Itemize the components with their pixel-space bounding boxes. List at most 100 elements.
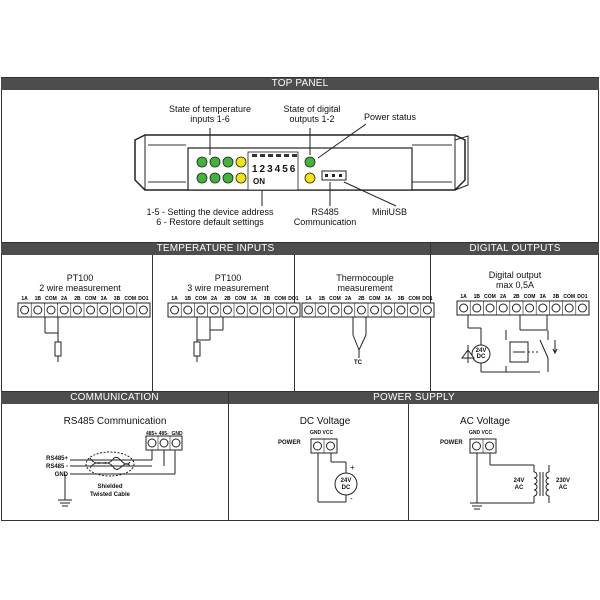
terminal-label: COM [85,296,97,302]
terminal-label: COM [524,294,536,300]
terminal-label: 3B [264,296,271,302]
terminal-screw [33,305,43,315]
dc-power-source [334,472,358,496]
terminal-label: COM [563,294,575,300]
label-temp-state: State of temperature inputs 1-6 [168,104,252,124]
led-temp-1 [196,156,208,168]
terminal-screw [511,303,521,313]
terminal-label: 1A [21,296,28,302]
ac-power-label: POWER [440,440,463,446]
terminal-label: 1B [474,294,481,300]
terminal-screw [275,305,285,315]
dip-switch-on-label: ON [253,177,265,186]
terminal-label: 3A [251,296,258,302]
communication-header: COMMUNICATION [1,392,228,404]
led-temp-3 [222,156,234,168]
led-digital-1 [235,156,247,168]
dc-minus: - [350,494,353,503]
dc-power-label: POWER [278,440,301,446]
terminal-label: 2A [345,296,352,302]
terminal-screw [236,305,246,315]
dc-source-digital [471,344,491,364]
terminal-label: DO1 [138,296,149,302]
terminal-screw [59,305,69,315]
terminal-label: COM [235,296,247,302]
label-power-status: Power status [364,112,417,122]
terminal-label: DO1 [577,294,588,300]
terminal-screw [317,305,327,315]
title-pt100-2w: PT100 2 wire measurement [39,273,121,293]
led-temp-4 [196,172,208,184]
terminal-screw [422,305,432,315]
terminal-label: 3B [398,296,405,302]
terminal-label: 3A [101,296,108,302]
label-digital-state: State of digital outputs 1-2 [283,104,341,124]
terminal-screw [147,438,157,448]
terminal-screw [196,305,206,315]
title-rs485-communication: RS485 Communication [63,416,167,427]
terminal-screw [538,303,548,313]
cable-shield [85,451,135,477]
terminal-label: COM [484,294,496,300]
terminal-screw [498,303,508,313]
terminal-label: 1B [319,296,326,302]
terminal-label: 2B [358,296,365,302]
terminal-block-dc-power [310,438,338,454]
led-temp-2 [209,156,221,168]
terminal-screw [222,305,232,315]
terminal-label: 1B [185,296,192,302]
terminal-screw [170,305,180,315]
led-power [304,156,316,168]
terminal-label: 3A [385,296,392,302]
dc-source-label: 24V DC [340,478,352,491]
terminal-label: 1A [305,296,312,302]
ac-terminal-labels: GND VCC [469,430,493,436]
terminal-screw [249,305,259,315]
rs485-wire-labels: RS485+ RS485 - GND [45,456,68,478]
terminal-screw [383,305,393,315]
dc-terminal-labels: GND VCC [310,430,334,436]
terminal-screw [99,305,109,315]
terminal-screw [459,303,469,313]
terminal-label: COM [408,296,420,302]
terminal-screw [86,305,96,315]
rs485-terminal-labels: 485+ 485- GND [146,431,183,437]
digital-supply-label: 24V DC [475,348,487,360]
terminal-label: DO1 [288,296,299,302]
terminal-screw [472,303,482,313]
terminal-screw [485,441,494,451]
terminal-block-ac-power [469,438,497,454]
terminal-label: COM [274,296,286,302]
terminal-screw [46,305,56,315]
terminal-screw [485,303,495,313]
terminal-screw [262,305,272,315]
dip-switch-numbers: 123456 [252,164,298,175]
tc-symbol: TC [354,360,362,366]
terminal-screw [409,305,419,315]
digital-outputs-header: DIGITAL OUTPUTS [431,243,599,255]
terminal-screw [396,305,406,315]
title-digital-output: Digital output max 0,5A [488,270,542,290]
title-thermocouple: Thermocouple measurement [336,273,394,293]
terminal-screw [288,305,298,315]
terminal-screw [125,305,135,315]
top-panel-header: TOP PANEL [1,78,599,90]
terminal-screw [326,441,335,451]
terminal-screw [564,303,574,313]
ac-primary-label: 230V AC [555,478,570,491]
terminal-screw [472,441,481,451]
title-ac-voltage: AC Voltage [459,416,511,427]
terminal-screw [343,305,353,315]
terminal-screw [330,305,340,315]
led-power-2 [304,172,316,184]
terminal-screw [356,305,366,315]
terminal-screw [525,303,535,313]
terminal-screw [304,305,314,315]
power-frame [228,391,599,521]
terminal-label: 2B [224,296,231,302]
